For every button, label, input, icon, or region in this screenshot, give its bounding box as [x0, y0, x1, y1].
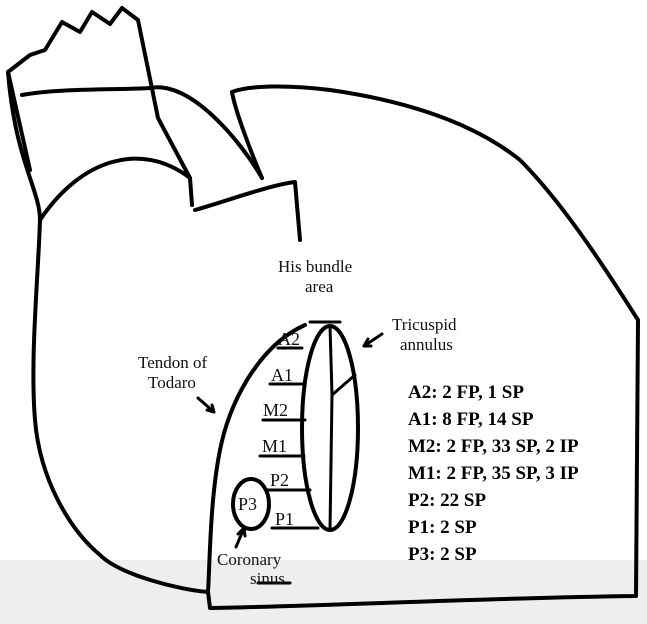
summary-line-p2: P2: 22 SP	[408, 490, 487, 511]
tendon-label-line2: Todaro	[148, 373, 196, 392]
tendon-label-line1: Tendon of	[138, 353, 207, 372]
tricuspid-label-line2: annulus	[400, 335, 453, 354]
summary-line-a1: A1: 8 FP, 14 SP	[408, 409, 534, 430]
summary-line-a2: A2: 2 FP, 1 SP	[408, 382, 524, 403]
zone-label-p2: P2	[270, 470, 289, 490]
inner-lobe-line	[40, 159, 190, 220]
summary-line-m2: M2: 2 FP, 33 SP, 2 IP	[408, 436, 579, 457]
his-bundle-label-line2: area	[305, 277, 334, 296]
his-bundle-label-line1: His bundle	[278, 257, 352, 276]
coronary-label-line2: sinus	[250, 569, 285, 588]
zone-label-a2: A2	[278, 329, 300, 349]
zone-label-p1: P1	[275, 509, 294, 529]
tendon-arrow	[198, 398, 214, 412]
zone-label-m1: M1	[262, 436, 287, 456]
summary-line-p3: P3: 2 SP	[408, 544, 477, 565]
bottom-shading	[0, 560, 647, 624]
summary-line-m1: M1: 2 FP, 35 SP, 3 IP	[408, 463, 579, 484]
aorta-base-outline	[22, 88, 150, 95]
aorta-outline	[8, 8, 192, 205]
zone-label-a1: A1	[271, 365, 293, 385]
coronary-label-line1: Coronary	[217, 550, 282, 569]
zone-label-p3: P3	[238, 494, 257, 514]
tricuspid-arrow	[364, 334, 382, 346]
tricuspid-label-line1: Tricuspid	[392, 315, 457, 334]
vessel-stub	[195, 182, 300, 240]
summary-line-p1: P1: 2 SP	[408, 517, 477, 538]
zone-label-m2: M2	[263, 400, 288, 420]
coronary-arrow	[236, 528, 245, 547]
